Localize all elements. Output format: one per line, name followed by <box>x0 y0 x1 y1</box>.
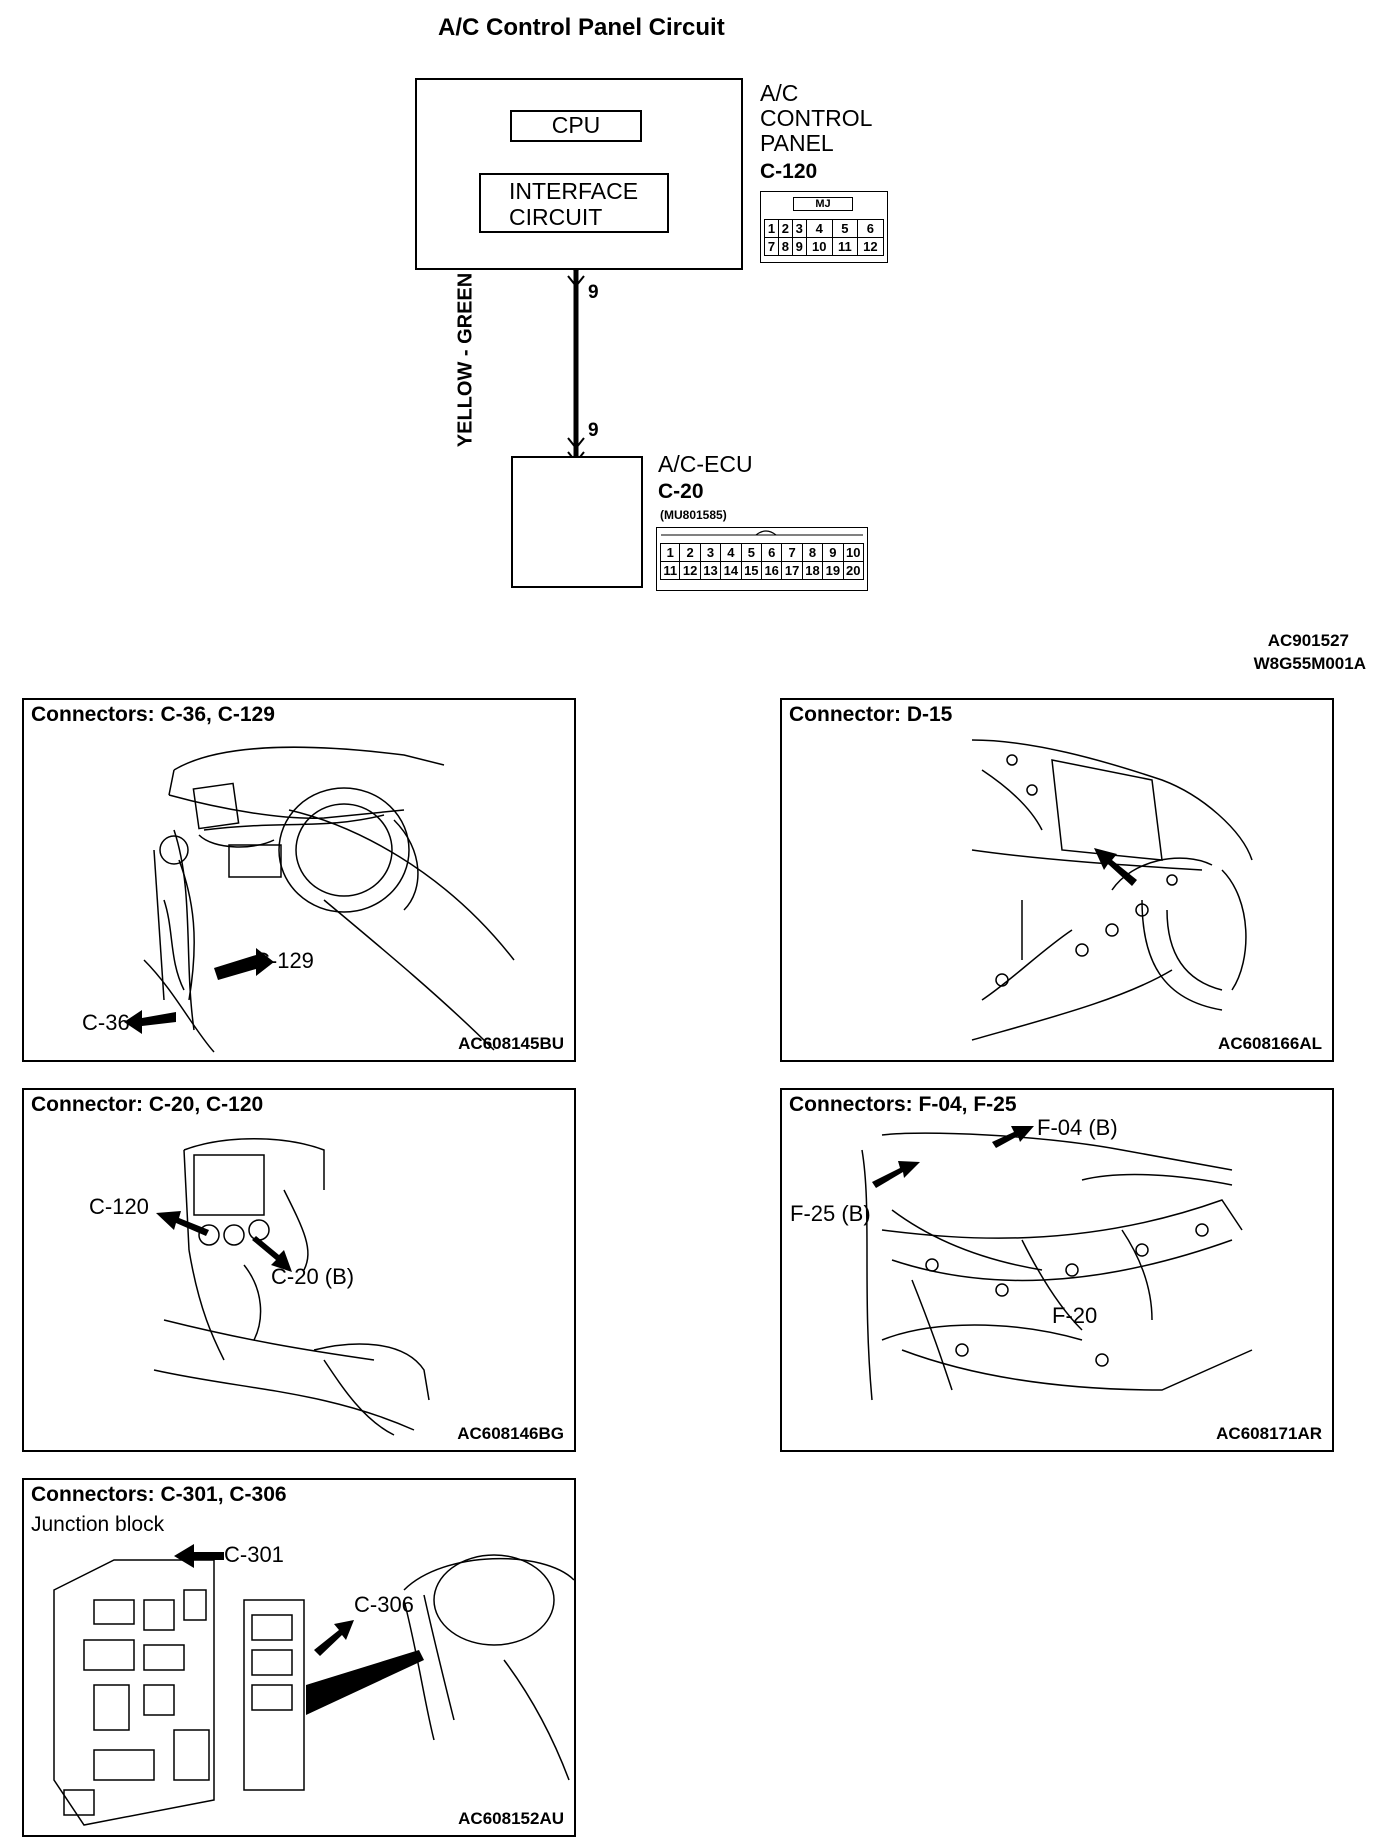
c20-pin-grid: 1 2 3 4 5 6 7 8 9 10 11 12 13 14 15 16 1… <box>659 543 865 580</box>
junction-block-illustration <box>53 1544 574 1826</box>
rear-body-illustration <box>971 739 1253 1041</box>
c120-pin: 9 <box>791 237 807 256</box>
interface-circuit-block: INTERFACE CIRCUIT <box>479 173 669 233</box>
dashboard-illustration <box>124 746 515 1053</box>
c120-pin-grid: 1 2 3 4 5 6 7 8 9 10 11 12 <box>764 219 885 256</box>
panel-title: Connectors: C-36, C-129 <box>31 703 275 726</box>
trunk-illustration <box>861 1126 1253 1401</box>
callout-c20-b: C-20 (B) <box>271 1264 355 1289</box>
ecu-connector-id: C-20 <box>658 480 704 503</box>
c120-pin: 4 <box>805 219 833 238</box>
cpu-label: CPU <box>551 112 601 138</box>
callout-f04-b: F-04 (B) <box>1037 1115 1118 1140</box>
control-panel-connector-id: C-120 <box>760 160 818 183</box>
control-panel-name-1: A/C <box>760 80 799 106</box>
c20-pin: 1 <box>659 543 681 562</box>
callout-c301: C-301 <box>224 1542 284 1567</box>
connector-panel-f04-f25: Connectors: F-04, F-25 <box>780 1088 1334 1452</box>
c20-pin: 14 <box>720 561 742 580</box>
c20-pin: 20 <box>842 561 865 580</box>
wire-pin-top: 9 <box>588 282 599 303</box>
c20-pin: 15 <box>740 561 763 580</box>
callout-c129: C-129 <box>254 948 314 973</box>
c20-connector-face <box>656 527 868 591</box>
c20-pin: 5 <box>740 543 763 562</box>
c120-connector-key: MJ <box>793 197 853 211</box>
c20-pin: 2 <box>679 543 701 562</box>
c120-pin: 11 <box>831 237 858 256</box>
c20-pin: 19 <box>822 561 844 580</box>
page-title: A/C Control Panel Circuit <box>438 14 725 41</box>
panel-code: AC608146BG <box>457 1424 564 1443</box>
c20-pin: 17 <box>781 561 803 580</box>
panel-title: Connector: D-15 <box>789 703 953 726</box>
control-panel-name-2: CONTROL <box>760 105 873 131</box>
ecu-name: A/C-ECU <box>658 451 753 477</box>
wire-color-label: YELLOW - GREEN <box>454 272 477 448</box>
c120-pin: 8 <box>777 237 793 256</box>
ecu-part-number: (MU801585) <box>660 508 727 522</box>
c20-pin: 8 <box>801 543 824 562</box>
panel-title: Connectors: C-301, C-306 <box>31 1483 287 1506</box>
connector-panel-c301-c306: Connectors: C-301, C-306 Junction block <box>22 1478 576 1837</box>
callout-c306: C-306 <box>354 1592 414 1617</box>
c20-pin: 7 <box>781 543 803 562</box>
connector-panel-d15: Connector: D-15 <box>780 698 1334 1062</box>
c20-pin: 3 <box>699 543 722 562</box>
c20-pin: 11 <box>659 561 681 580</box>
c120-pin: 6 <box>856 219 885 238</box>
callout-f25-b: F-25 (B) <box>790 1201 871 1226</box>
c20-pin: 4 <box>720 543 742 562</box>
callout-f20: F-20 <box>1052 1303 1098 1328</box>
c20-latch <box>661 530 863 536</box>
panel-code: AC608145BU <box>458 1034 564 1053</box>
c120-pin: 10 <box>805 237 833 256</box>
panel-title: Connector: C-20, C-120 <box>31 1093 264 1116</box>
ac-ecu-block <box>511 456 643 588</box>
panel-code: AC608166AL <box>1218 1034 1322 1053</box>
reference-code-1: AC901527 <box>1267 631 1349 650</box>
c120-pin: 5 <box>831 219 858 238</box>
reference-code-2: W8G55M001A <box>1253 654 1366 673</box>
panel-subtitle: Junction block <box>31 1513 165 1536</box>
interface-label-1: INTERFACE <box>509 178 639 204</box>
panel-code: AC608152AU <box>458 1809 564 1828</box>
c20-pin: 18 <box>801 561 824 580</box>
interface-label-2: CIRCUIT <box>509 204 603 230</box>
callout-c120: C-120 <box>89 1194 149 1219</box>
c20-pin: 6 <box>760 543 783 562</box>
c20-pin: 13 <box>699 561 722 580</box>
c120-pin: 3 <box>791 219 807 238</box>
center-console-illustration <box>153 1138 430 1436</box>
callout-c36: C-36 <box>82 1010 130 1035</box>
c20-pin: 16 <box>760 561 783 580</box>
connector-panel-c20-c120: Connector: C-20, C-120 <box>22 1088 576 1452</box>
panel-code: AC608171AR <box>1216 1424 1322 1443</box>
c20-pin: 10 <box>842 543 865 562</box>
c20-pin: 12 <box>679 561 701 580</box>
c120-pin: 2 <box>777 219 793 238</box>
panel-title: Connectors: F-04, F-25 <box>789 1093 1017 1116</box>
c120-pin: 1 <box>764 219 779 238</box>
cpu-block: CPU <box>510 110 642 142</box>
c20-pin: 9 <box>822 543 844 562</box>
wire-pin-bottom: 9 <box>588 420 599 441</box>
c120-connector-face <box>760 191 888 263</box>
connector-panel-c36-c129: Connectors: C-36, C-129 <box>22 698 576 1062</box>
c120-pin: 7 <box>764 237 779 256</box>
c120-pin: 12 <box>856 237 885 256</box>
c120-connector-tag: MJ <box>815 198 831 210</box>
control-panel-name-3: PANEL <box>760 130 834 156</box>
